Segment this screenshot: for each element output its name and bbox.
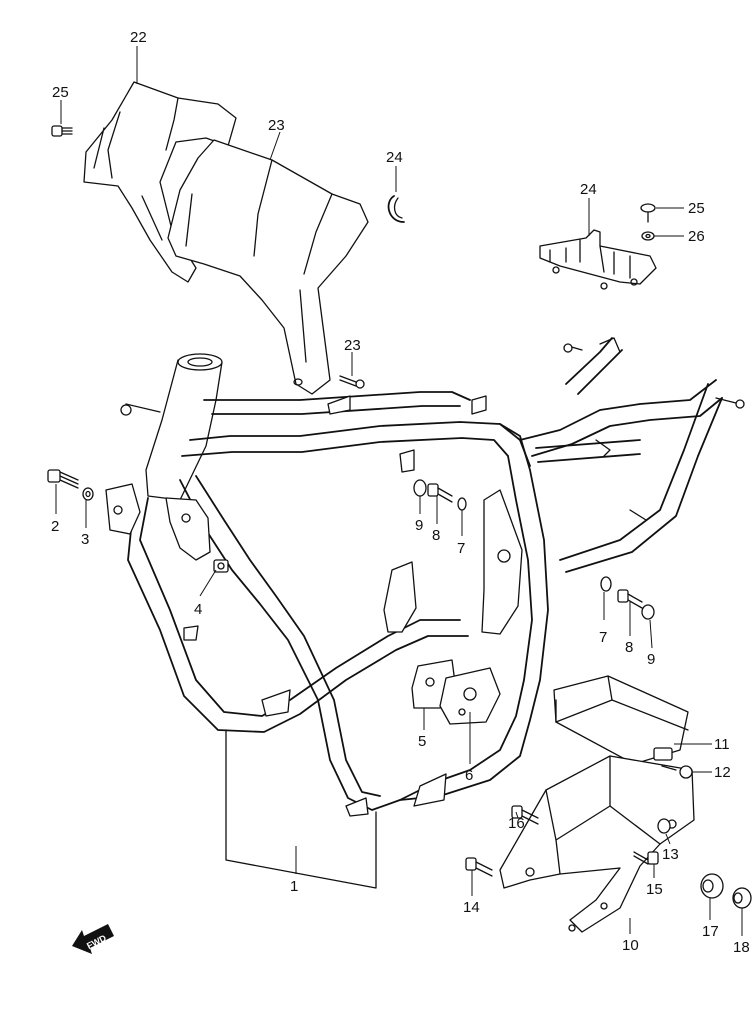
- callout-14: 14: [463, 899, 480, 916]
- bolt-8a-part: [427, 483, 453, 503]
- cap-9a-part: [413, 479, 427, 497]
- callout-11: 11: [714, 736, 730, 753]
- bolt-22-part: [51, 125, 73, 137]
- callout-20: 23: [268, 117, 285, 134]
- collar-18-part: [732, 887, 752, 909]
- clip-part: [387, 195, 405, 223]
- callout-8b: 8: [625, 639, 633, 656]
- bolt-8b-part: [617, 589, 643, 609]
- plate-6-part: [439, 667, 501, 725]
- callout-23: 23: [344, 337, 361, 354]
- callout-22: 25: [52, 84, 69, 101]
- callout-5: 5: [418, 733, 426, 750]
- callout-10: 10: [622, 937, 639, 954]
- callout-21: 24: [386, 149, 403, 166]
- callout-1: 1: [290, 878, 298, 895]
- main-frame-part: [105, 337, 745, 889]
- callout-15: 15: [646, 881, 663, 898]
- washer-7b-part: [600, 576, 612, 592]
- callout-24: 24: [580, 181, 597, 198]
- callout-3: 3: [81, 531, 89, 548]
- nut-4-part: [213, 559, 229, 573]
- callout-8a: 8: [432, 527, 440, 544]
- callout-9b: 9: [647, 651, 655, 668]
- bolt-16-part: [511, 805, 539, 825]
- bolt-2-part: [47, 469, 79, 489]
- callout-12: 12: [714, 764, 731, 781]
- callout-4: 4: [194, 601, 202, 618]
- screw-23-part: [339, 375, 365, 389]
- ecu-box-11-part: [553, 675, 689, 765]
- callout-26: 26: [688, 228, 705, 245]
- nut-13-part: [657, 818, 671, 834]
- callout-17: 17: [702, 923, 719, 940]
- grommet-17-part: [700, 873, 724, 899]
- callout-16: 16: [508, 815, 525, 832]
- callout-7a: 7: [457, 540, 465, 557]
- callout-7b: 7: [599, 629, 607, 646]
- callout-25: 25: [688, 200, 705, 217]
- leader-lines: [55, 46, 743, 936]
- battery-bracket-10-part: [499, 755, 695, 933]
- bolt-14-part: [465, 857, 493, 877]
- screw-25-part: [640, 203, 656, 223]
- callout-labels: 22 25 23 24 24 25 26 23 2 3 4 9 8 7 7 8 …: [51, 29, 750, 956]
- callout-6: 6: [465, 767, 473, 784]
- bolt-15-part: [633, 851, 659, 865]
- callout-18: 18: [733, 939, 750, 956]
- bracket-24-part: [539, 229, 657, 290]
- callout-19: 22: [130, 29, 147, 46]
- callout-9a: 9: [415, 517, 423, 534]
- callout-13: 13: [662, 846, 679, 863]
- fwd-arrow-icon: FWD: [72, 924, 114, 954]
- callout-2: 2: [51, 518, 59, 535]
- upper-cover-part: [167, 139, 369, 395]
- front-cover-part: [83, 81, 237, 283]
- washer-3-part: [82, 487, 94, 501]
- cap-9b-part: [641, 604, 655, 620]
- washer-26-part: [641, 231, 655, 241]
- washer-7a-part: [457, 497, 467, 511]
